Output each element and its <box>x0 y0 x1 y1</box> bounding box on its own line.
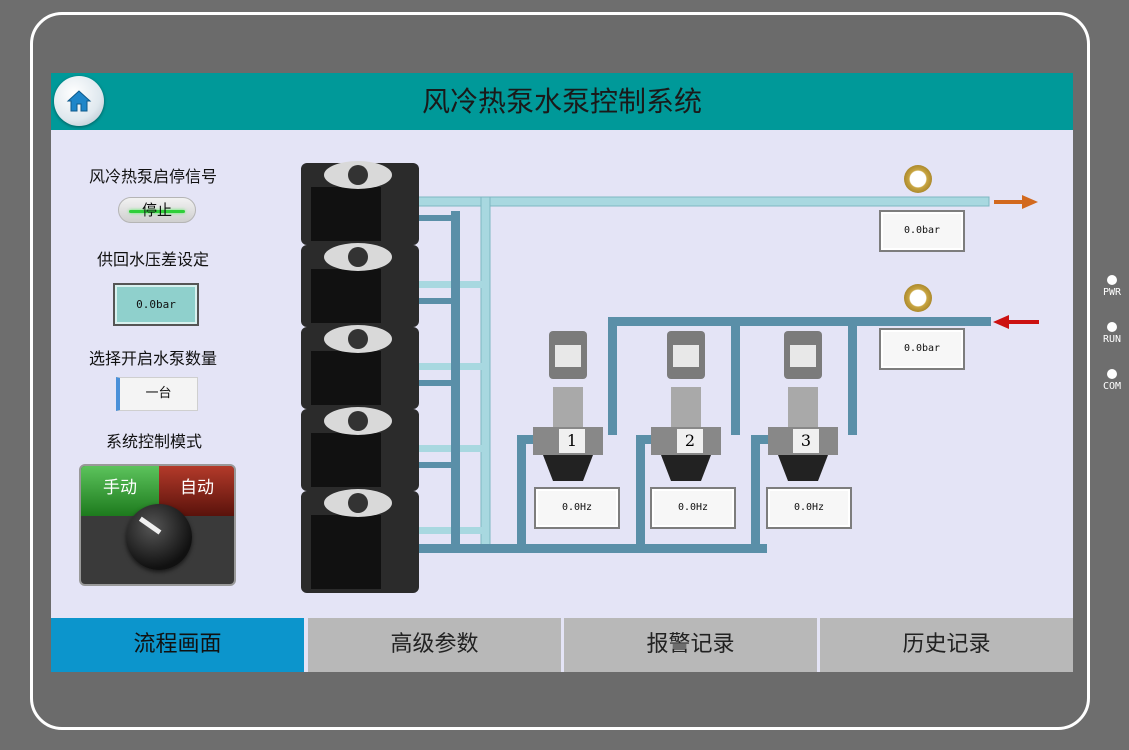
control-mode-label: 系统控制模式 <box>106 432 203 451</box>
pump-2-frequency-display: 0.0Hz <box>650 487 736 529</box>
com-led-icon <box>1107 369 1117 379</box>
supply-branch-5 <box>411 527 486 534</box>
pump-1-frequency-display: 0.0Hz <box>534 487 620 529</box>
pump-1-graphic <box>533 331 603 481</box>
bottom-tab-bar: 流程画面 高级参数 报警记录 历史记录 <box>51 618 1073 672</box>
pump-2-graphic <box>651 331 721 481</box>
tab-process[interactable]: 流程画面 <box>51 618 304 672</box>
status-indicator-bar <box>129 210 185 213</box>
supply-pressure-value: 0.0bar <box>903 225 941 236</box>
led-pwr: PWR <box>1098 275 1126 298</box>
return-branch-2 <box>411 298 456 304</box>
control-mode-switch[interactable]: 手动 自动 <box>79 464 236 586</box>
led-com: COM <box>1098 369 1126 392</box>
supply-arrow-shaft <box>994 200 1022 204</box>
return-pressure-gauge-icon <box>904 284 932 312</box>
pressure-diff-value: 0.0bar <box>136 298 176 311</box>
pump-2-frequency-value: 0.0Hz <box>677 502 709 513</box>
led-pwr-label: PWR <box>1102 287 1122 298</box>
return-branch-1 <box>411 215 456 221</box>
tab-advanced-params[interactable]: 高级参数 <box>308 618 561 672</box>
pressure-diff-label: 供回水压差设定 <box>97 250 210 269</box>
supply-branch-4 <box>411 445 486 452</box>
tab-history-records[interactable]: 历史记录 <box>820 618 1073 672</box>
pump-1-number: 1 <box>559 429 585 453</box>
header-bar: 风冷热泵水泵控制系统 <box>51 73 1073 130</box>
home-icon <box>66 90 92 112</box>
led-run-label: RUN <box>1102 334 1122 345</box>
pump-3-frequency-value: 0.0Hz <box>793 502 825 513</box>
heatpump-signal-label: 风冷热泵启停信号 <box>89 167 218 186</box>
mode-auto-label: 自动 <box>180 478 214 498</box>
mode-knob[interactable] <box>126 504 192 570</box>
pressure-diff-input[interactable]: 0.0bar <box>113 283 199 326</box>
return-branch-4 <box>411 462 456 468</box>
supply-pressure-gauge-icon <box>904 165 932 193</box>
heatpump-signal-value: 停止 <box>141 201 172 219</box>
run-led-icon <box>1107 322 1117 332</box>
tab-alarm-records[interactable]: 报警记录 <box>564 618 817 672</box>
supply-arrow-icon <box>1022 195 1038 209</box>
supply-branch-3 <box>411 363 486 370</box>
supply-main-pipe <box>410 196 990 207</box>
pump-2-number: 2 <box>677 429 703 453</box>
return-branch-3 <box>411 380 456 386</box>
pump-3-number: 3 <box>793 429 819 453</box>
return-pressure-display: 0.0bar <box>879 328 965 370</box>
heat-pump-stack <box>301 161 419 593</box>
mode-manual-label: 手动 <box>103 478 137 498</box>
hmi-screen: 风冷热泵水泵控制系统 风冷热泵启停信号 停止 供回水压差设定 0.0bar 选择… <box>51 73 1073 672</box>
led-com-label: COM <box>1102 381 1122 392</box>
pump-1-frequency-value: 0.0Hz <box>561 502 593 513</box>
home-button[interactable] <box>54 76 104 126</box>
pwr-led-icon <box>1107 275 1117 285</box>
pump-3-graphic <box>768 331 838 481</box>
return-main-pipe <box>608 317 991 326</box>
pump-count-value: 一台 <box>145 386 172 401</box>
mode-auto-segment[interactable]: 自动 <box>159 466 234 516</box>
supply-branch-2 <box>411 281 486 288</box>
led-run: RUN <box>1098 322 1126 345</box>
pump-count-label: 选择开启水泵数量 <box>89 349 218 368</box>
page-title: 风冷热泵水泵控制系统 <box>421 85 702 118</box>
pump-count-selector[interactable]: 一台 <box>116 377 198 411</box>
return-pressure-value: 0.0bar <box>903 343 941 354</box>
supply-riser-pipe <box>480 196 491 548</box>
supply-pressure-display: 0.0bar <box>879 210 965 252</box>
return-arrow-shaft <box>1009 320 1039 324</box>
heatpump-stop-button[interactable]: 停止 <box>118 197 196 223</box>
process-diagram <box>301 161 1039 593</box>
pump-3-frequency-display: 0.0Hz <box>766 487 852 529</box>
return-arrow-icon <box>993 315 1009 329</box>
